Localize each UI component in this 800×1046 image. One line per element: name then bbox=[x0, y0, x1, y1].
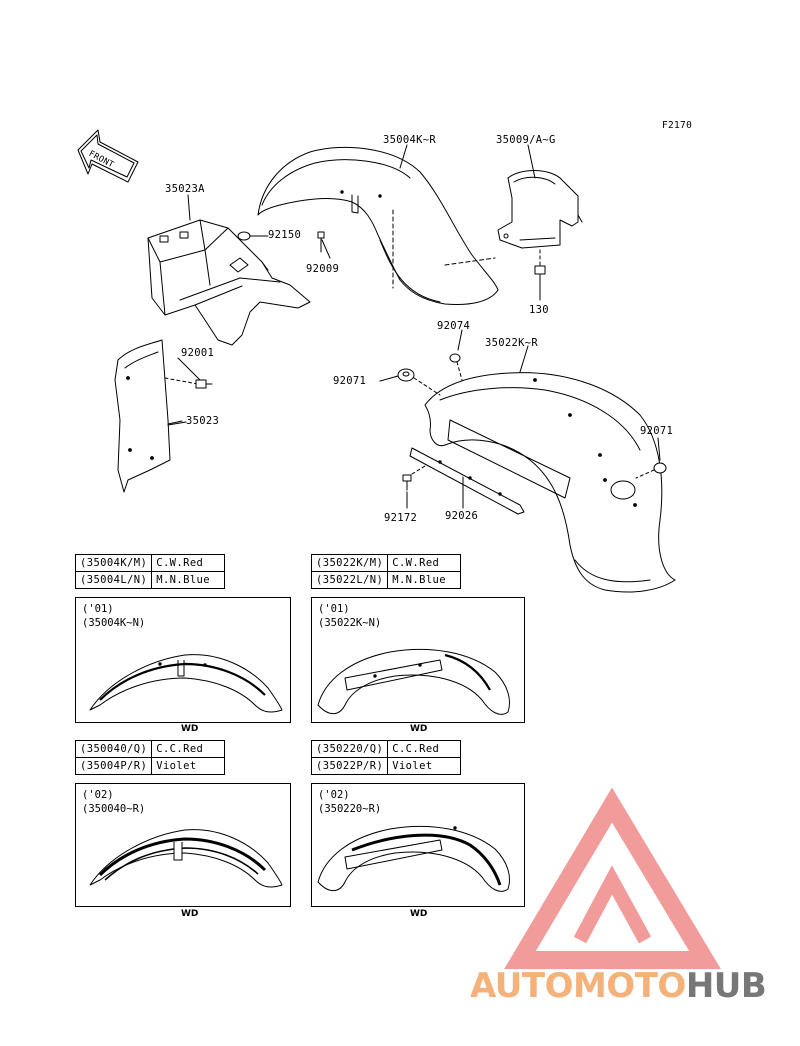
table-cell: (35022P/R) bbox=[310, 757, 389, 775]
washer-92150-drawing bbox=[237, 231, 263, 241]
table-cell: (350040/Q) bbox=[74, 740, 153, 758]
variant-year: ('02) bbox=[318, 789, 350, 801]
variant-caption: WD bbox=[181, 909, 199, 919]
grommet-92071-right-drawing bbox=[635, 462, 667, 479]
figure-code: F2170 bbox=[662, 120, 693, 131]
table-cell: Violet bbox=[151, 757, 226, 775]
variant-parts: (350040~R) bbox=[82, 803, 146, 815]
part-label-92009: 92009 bbox=[306, 263, 340, 275]
table-cell: (350220/Q) bbox=[310, 740, 389, 758]
part-label-130: 130 bbox=[529, 304, 549, 316]
part-label-92001: 92001 bbox=[181, 347, 215, 359]
part-label-92074: 92074 bbox=[437, 320, 471, 332]
variant-panel-rear-01 bbox=[75, 597, 291, 723]
table-cell: M.N.Blue bbox=[387, 571, 462, 589]
table-cell: C.C.Red bbox=[151, 740, 226, 758]
watermark-text: AUTOMOTOHUB bbox=[470, 966, 767, 1006]
part-label-92172: 92172 bbox=[384, 512, 418, 524]
table-cell: (35004L/N) bbox=[74, 571, 153, 589]
color-table-35004-02: (350040/Q)C.C.Red (35004P/R)Violet bbox=[74, 740, 226, 775]
part-label-35023: 35023 bbox=[186, 415, 220, 427]
table-cell: C.C.Red bbox=[387, 740, 462, 758]
variant-caption: WD bbox=[181, 724, 199, 734]
part-label-92071-left: 92071 bbox=[333, 375, 367, 387]
table-cell: C.W.Red bbox=[387, 554, 462, 572]
part-label-35023A: 35023A bbox=[165, 183, 205, 195]
variant-caption: WD bbox=[410, 909, 428, 919]
variant-panel-front-02 bbox=[311, 783, 525, 907]
table-cell: (35004P/R) bbox=[74, 757, 153, 775]
part-label-35022: 35022K~R bbox=[485, 337, 538, 349]
table-cell: (35004K/M) bbox=[74, 554, 153, 572]
bolt-92009-drawing bbox=[317, 231, 325, 253]
variant-parts: (35022K~N) bbox=[318, 617, 382, 629]
color-table-35004-01: (35004K/M)C.W.Red (35004L/N)M.N.Blue bbox=[74, 554, 226, 589]
screw-92172-drawing bbox=[402, 465, 426, 491]
variant-front-fender-02-drawing bbox=[317, 825, 510, 892]
part-label-92026: 92026 bbox=[445, 510, 479, 522]
variant-caption: WD bbox=[410, 724, 428, 734]
part-label-92071-right: 92071 bbox=[640, 425, 674, 437]
fender-bracket-35009-drawing bbox=[497, 170, 583, 291]
watermark-text-light: AUTOMOTO bbox=[470, 966, 686, 1006]
table-cell: (35022K/M) bbox=[310, 554, 389, 572]
watermark-text-dark: HUB bbox=[685, 966, 767, 1006]
variant-panel-rear-02 bbox=[75, 783, 291, 907]
rear-fender-35004-drawing bbox=[257, 146, 499, 305]
part-label-35009: 35009/A~G bbox=[496, 134, 556, 146]
table-cell: (35022L/N) bbox=[310, 571, 389, 589]
strip-92026-drawing bbox=[409, 447, 525, 515]
variant-parts: (35004K~N) bbox=[82, 617, 146, 629]
table-cell: C.W.Red bbox=[151, 554, 226, 572]
fender-tray-35023A-drawing bbox=[147, 219, 311, 346]
side-cover-35023-drawing bbox=[114, 339, 213, 493]
variant-panel-front-01 bbox=[311, 597, 525, 723]
table-cell: M.N.Blue bbox=[151, 571, 226, 589]
part-label-35004: 35004K~R bbox=[383, 134, 436, 146]
color-table-35022-01: (35022K/M)C.W.Red (35022L/N)M.N.Blue bbox=[310, 554, 462, 589]
front-arrow-icon bbox=[77, 129, 139, 183]
variant-rear-fender-02-drawing bbox=[89, 829, 283, 888]
table-cell: Violet bbox=[387, 757, 462, 775]
variant-year: ('02) bbox=[82, 789, 114, 801]
washer-92074-drawing bbox=[449, 353, 463, 381]
variant-year: ('01) bbox=[318, 603, 350, 615]
part-label-92150: 92150 bbox=[268, 229, 302, 241]
variant-rear-fender-01-drawing bbox=[89, 654, 283, 713]
variant-parts: (350220~R) bbox=[318, 803, 382, 815]
front-fender-35022-drawing bbox=[424, 372, 676, 593]
variant-year: ('01) bbox=[82, 603, 114, 615]
watermark-logo-icon bbox=[504, 787, 721, 969]
color-table-35022-02: (350220/Q)C.C.Red (35022P/R)Violet bbox=[310, 740, 462, 775]
variant-front-fender-01-drawing bbox=[317, 648, 510, 715]
grommet-92071-left-drawing bbox=[397, 368, 441, 396]
